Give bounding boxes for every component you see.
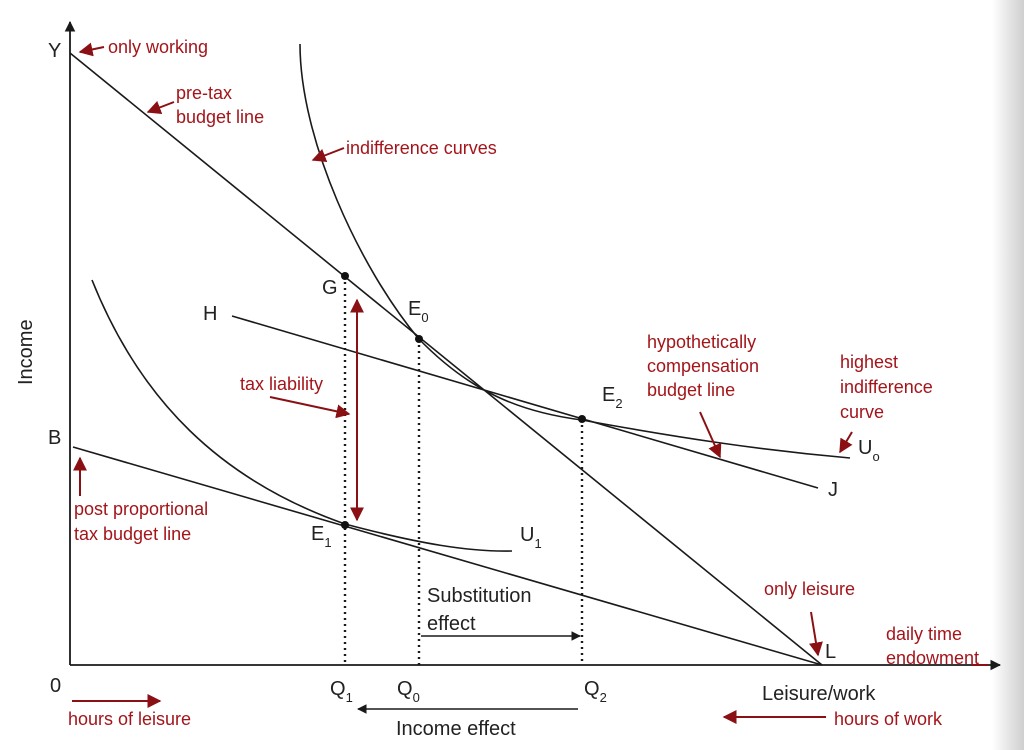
highest-curve-arrow bbox=[839, 431, 853, 454]
compensated-budget-line bbox=[231, 315, 819, 489]
indifference-curve-u0 bbox=[299, 43, 851, 459]
daily-line2: endowment bbox=[886, 648, 979, 668]
label-e1: E1 bbox=[311, 523, 332, 550]
label-q0: Q0 bbox=[397, 678, 420, 705]
page-edge-shadow bbox=[992, 0, 1024, 750]
tax-liability-annotation: tax liability bbox=[240, 374, 323, 394]
origin-label: 0 bbox=[50, 675, 61, 697]
post-tax-annotation: post proportional tax budget line bbox=[74, 499, 213, 544]
pre-tax-budget-line bbox=[69, 52, 823, 666]
post-tax-line1: post proportional bbox=[74, 499, 208, 519]
post-tax-line2: tax budget line bbox=[74, 524, 191, 544]
label-u1-sub: 1 bbox=[534, 536, 541, 551]
hypothetical-line2: compensation bbox=[647, 356, 759, 376]
hypothetical-arrow bbox=[699, 411, 722, 459]
tax-liability-pointer-arrow bbox=[269, 396, 351, 419]
label-q1: Q1 bbox=[330, 678, 353, 705]
only-leisure-annotation: only leisure bbox=[764, 579, 855, 599]
label-u0-sub: o bbox=[872, 449, 879, 464]
highest-curve-annotation: highest indifference curve bbox=[840, 352, 938, 422]
label-l: L bbox=[825, 641, 836, 663]
label-j: J bbox=[828, 479, 838, 501]
indifference-curves-annotation: indifference curves bbox=[346, 138, 497, 158]
substitution-effect-line1: Substitution bbox=[427, 585, 532, 607]
hours-of-leisure-annotation: hours of leisure bbox=[68, 709, 191, 729]
label-q2-main: Q bbox=[584, 678, 600, 700]
label-q0-main: Q bbox=[397, 678, 413, 700]
label-u1-main: U bbox=[520, 524, 534, 546]
only-working-arrow bbox=[78, 42, 105, 57]
substitution-effect-line2: effect bbox=[427, 613, 476, 635]
income-effect-label: Income effect bbox=[396, 718, 516, 740]
hypothetical-line1: hypothetically bbox=[647, 332, 756, 352]
label-u1: U1 bbox=[520, 524, 542, 551]
label-e2-main: E bbox=[602, 384, 615, 406]
only-working-annotation: only working bbox=[108, 37, 208, 57]
daily-line1: daily time bbox=[886, 624, 962, 644]
label-b: B bbox=[48, 427, 61, 449]
highest-line1: highest bbox=[840, 352, 898, 372]
label-e1-main: E bbox=[311, 523, 324, 545]
hours-of-work-annotation: hours of work bbox=[834, 709, 943, 729]
label-e2-sub: 2 bbox=[615, 396, 622, 411]
label-y: Y bbox=[48, 40, 61, 62]
highest-line2: indifference bbox=[840, 377, 933, 397]
label-g: G bbox=[322, 277, 338, 299]
label-q1-sub: 1 bbox=[346, 690, 353, 705]
label-q2: Q2 bbox=[584, 678, 607, 705]
pre-tax-line2: budget line bbox=[176, 107, 264, 127]
daily-endowment-annotation: daily time endowment bbox=[886, 624, 979, 668]
only-leisure-arrow bbox=[809, 611, 823, 657]
pre-tax-annotation: pre-tax budget line bbox=[176, 83, 264, 127]
highest-line3: curve bbox=[840, 402, 884, 422]
label-h: H bbox=[203, 303, 217, 325]
label-e1-sub: 1 bbox=[324, 535, 331, 550]
label-q2-sub: 2 bbox=[600, 690, 607, 705]
hypothetical-line3: budget line bbox=[647, 380, 735, 400]
y-axis-label: Income bbox=[15, 319, 37, 385]
substitution-effect-label: Substitution effect bbox=[427, 585, 537, 635]
x-axis-label: Leisure/work bbox=[762, 683, 876, 705]
indifference-curves-arrow bbox=[311, 147, 345, 162]
point-e0 bbox=[415, 335, 423, 343]
label-q0-sub: 0 bbox=[413, 690, 420, 705]
pre-tax-line1: pre-tax bbox=[176, 83, 232, 103]
point-e1 bbox=[341, 521, 349, 529]
post-tax-budget-line bbox=[72, 446, 823, 666]
hypothetical-annotation: hypothetically compensation budget line bbox=[647, 332, 764, 400]
label-e0: E0 bbox=[408, 298, 429, 325]
label-e2: E2 bbox=[602, 384, 623, 411]
point-e2 bbox=[578, 415, 586, 423]
pre-tax-arrow bbox=[146, 100, 175, 115]
point-g bbox=[341, 272, 349, 280]
label-u0: Uo bbox=[858, 437, 880, 464]
label-e0-sub: 0 bbox=[421, 310, 428, 325]
label-u0-main: U bbox=[858, 437, 872, 459]
label-q1-main: Q bbox=[330, 678, 346, 700]
label-e0-main: E bbox=[408, 298, 421, 320]
indifference-curve-u1 bbox=[91, 279, 513, 552]
